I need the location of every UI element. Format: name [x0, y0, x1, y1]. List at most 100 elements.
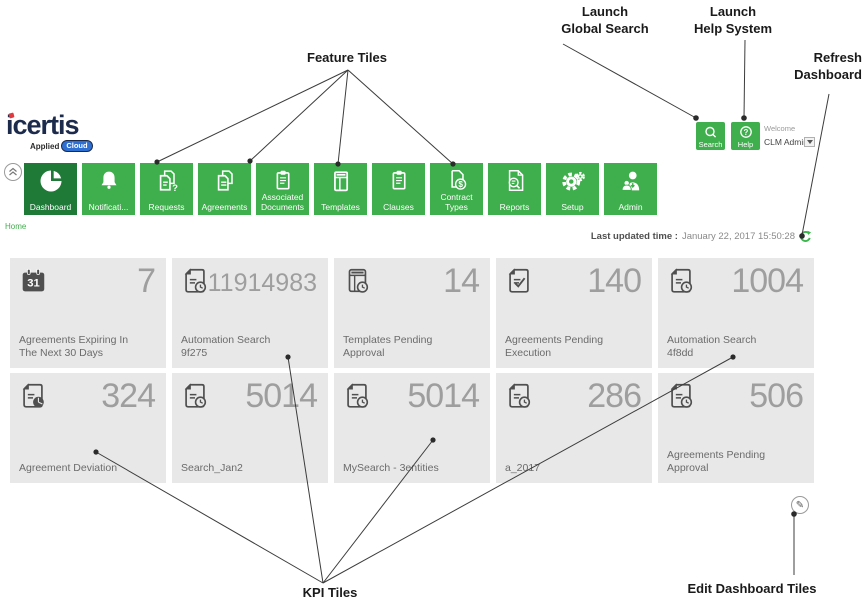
help-button-label: Help [737, 140, 754, 149]
document-clock-icon [666, 266, 696, 296]
admin-user-icon [617, 167, 645, 195]
annotation-launch-global-search: Launch Global Search [561, 4, 649, 36]
document-question-icon [153, 167, 181, 195]
nav-tile-admin[interactable]: Admin [604, 163, 657, 215]
kpi-label: Agreements Expiring In The Next 30 Days [19, 334, 129, 359]
refresh-dashboard-button[interactable] [799, 230, 812, 243]
global-search-button[interactable]: Search [696, 122, 725, 150]
kpi-tile-agreements-expiring[interactable]: 7 Agreements Expiring In The Next 30 Day… [10, 258, 166, 368]
user-name: CLM Admin [764, 137, 808, 147]
kpi-value: 5014 [407, 377, 480, 415]
kpi-value: 7 [137, 262, 156, 300]
kpi-tile-search-jan2[interactable]: 5014 Search_Jan2 [172, 373, 328, 483]
annotation-line [249, 69, 349, 162]
kpi-label: Agreements Pending Approval [667, 449, 766, 474]
kpi-tile-automation-search-4f8dd[interactable]: 1004 Automation Search 4f8dd [658, 258, 814, 368]
kpi-tile-automation-search-9f275[interactable]: 11914983 Automation Search 9f275 [172, 258, 328, 368]
welcome-label: Welcome [764, 124, 796, 133]
kpi-value: 140 [587, 262, 642, 300]
nav-tile-dashboard[interactable]: Dashboard [24, 163, 77, 215]
user-menu: Welcome CLM Admin [764, 124, 815, 147]
document-clock-icon [666, 381, 696, 411]
nav-tile-associated-documents[interactable]: Associated Documents [256, 163, 309, 215]
kpi-label: Agreements Pending Execution [505, 334, 604, 359]
template-grid-icon [327, 167, 355, 195]
annotation-launch-help-system: Launch Help System [693, 4, 773, 36]
nav-tile-reports[interactable]: Reports [488, 163, 541, 215]
calendar-31-icon [18, 266, 48, 296]
icertis-logo: icertis Applied Cloud [6, 110, 116, 152]
annotation-line [562, 43, 697, 119]
last-updated-value: January 22, 2017 15:50:28 [681, 231, 795, 242]
kpi-tile-agreements-pending-execution[interactable]: 140 Agreements Pending Execution [496, 258, 652, 368]
nav-tile-contract-types[interactable]: Contract Types [430, 163, 483, 215]
nav-tile-label: Admin [618, 201, 643, 212]
kpi-tile-agreements-pending-approval[interactable]: 506 Agreements Pending Approval [658, 373, 814, 483]
kpi-tile-templates-pending-approval[interactable]: 14 Templates Pending Approval [334, 258, 490, 368]
clipboard-icon [270, 167, 296, 193]
annotation-line [347, 69, 454, 165]
kpi-label: Templates Pending Approval [343, 334, 433, 359]
pie-chart-icon [37, 167, 65, 195]
last-updated-status: Last updated time : January 22, 2017 15:… [591, 230, 812, 243]
nav-tile-clauses[interactable]: Clauses [372, 163, 425, 215]
nav-tile-label: Contract Types [440, 192, 473, 212]
kpi-tile-mysearch-3entities[interactable]: 5014 MySearch - 3entities [334, 373, 490, 483]
nav-tile-label: Requests [148, 201, 185, 212]
template-clock-icon [342, 266, 372, 296]
user-menu-dropdown[interactable] [804, 137, 815, 147]
annotation-feature-tiles: Feature Tiles [307, 50, 387, 65]
document-search-icon [502, 167, 528, 193]
svg-text:?: ? [743, 128, 748, 137]
help-icon: ? [739, 126, 752, 138]
nav-tile-label: Templates [321, 201, 360, 212]
documents-icon [211, 167, 239, 195]
annotation-dot [741, 115, 747, 121]
nav-tile-label: Notificati... [88, 201, 129, 212]
document-dollar-icon [444, 167, 470, 193]
kpi-value: 506 [749, 377, 804, 415]
annotation-dot [693, 115, 699, 121]
logo-wordmark: icertis [6, 110, 80, 140]
edit-dashboard-button[interactable]: ✎ [791, 496, 809, 514]
nav-tile-label: Dashboard [29, 201, 72, 212]
chevron-down-icon [806, 140, 813, 144]
kpi-label: MySearch - 3entities [343, 462, 439, 474]
kpi-value: 14 [443, 262, 480, 300]
feature-tile-bar: Dashboard Notificati... Requests Agreeme… [24, 163, 657, 215]
annotation-line [801, 93, 830, 236]
last-updated-label: Last updated time : [590, 231, 678, 242]
document-clock-icon [342, 381, 372, 411]
collapse-navbar-button[interactable] [4, 163, 22, 181]
kpi-value: 324 [101, 377, 156, 415]
nav-tile-templates[interactable]: Templates [314, 163, 367, 215]
document-check-icon [504, 266, 534, 296]
nav-tile-label: Clauses [383, 201, 414, 212]
kpi-tile-a-2017[interactable]: 286 a_2017 [496, 373, 652, 483]
bell-icon [95, 167, 123, 195]
help-button[interactable]: ? Help [731, 122, 760, 150]
clipboard-icon [386, 167, 412, 193]
document-pie-icon [18, 381, 48, 411]
document-clock-icon [504, 381, 534, 411]
kpi-label: Search_Jan2 [181, 462, 243, 474]
nav-tile-notifications[interactable]: Notificati... [82, 163, 135, 215]
nav-tile-setup[interactable]: Setup [546, 163, 599, 215]
kpi-label: a_2017 [505, 462, 541, 474]
kpi-value: 1004 [731, 262, 804, 300]
logo-cloud-badge: Cloud [61, 140, 93, 152]
breadcrumb-home[interactable]: Home [5, 222, 27, 231]
annotation-line [743, 39, 746, 119]
annotation-line [337, 69, 349, 165]
annotation-line [156, 69, 349, 163]
logo-tagline: Applied Cloud [30, 140, 93, 152]
nav-tile-label: Reports [499, 201, 530, 212]
kpi-value: 11914983 [207, 269, 317, 297]
nav-tile-requests[interactable]: Requests [140, 163, 193, 215]
nav-tile-agreements[interactable]: Agreements [198, 163, 251, 215]
nav-tile-label: Setup [561, 201, 584, 212]
kpi-value: 5014 [245, 377, 318, 415]
document-clock-icon [180, 266, 210, 296]
kpi-tile-agreement-deviation[interactable]: 324 Agreement Deviation [10, 373, 166, 483]
